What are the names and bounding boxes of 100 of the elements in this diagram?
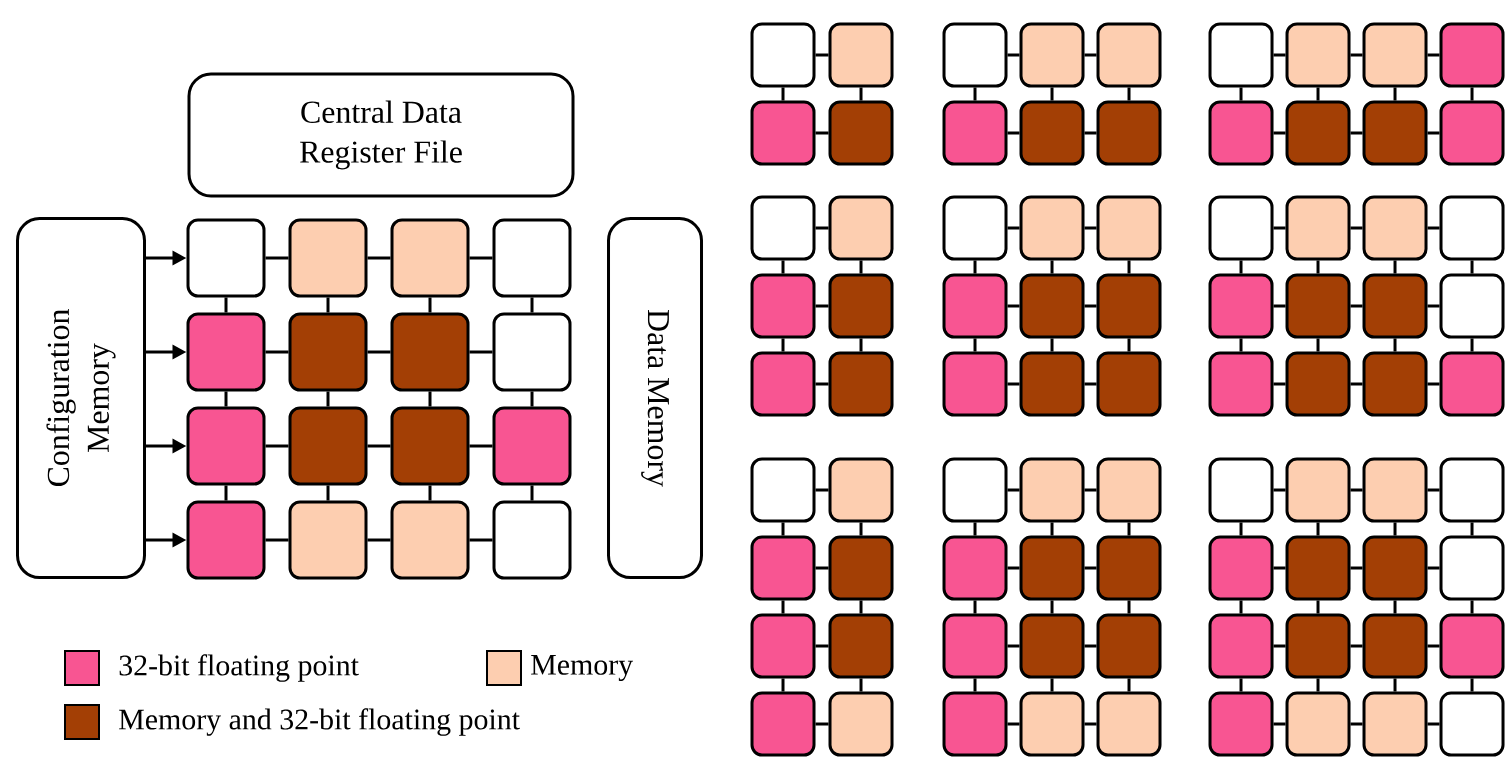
rounded-square [1362, 613, 1428, 679]
connector-line [815, 722, 829, 726]
connector-line [367, 350, 391, 354]
connector-line [1273, 226, 1286, 230]
connector-line [815, 131, 829, 135]
connector-line [1007, 53, 1020, 57]
rounded-square [1096, 351, 1162, 417]
connector-line [1316, 338, 1320, 352]
connector-line [1084, 722, 1097, 726]
connector-line [1239, 338, 1243, 352]
connector-line [1350, 488, 1363, 492]
rounded-square [1362, 457, 1428, 523]
connector-line [1273, 566, 1286, 570]
connector-line [859, 678, 863, 692]
connector-line [1393, 338, 1397, 352]
rounded-square [750, 535, 816, 601]
connector-line [224, 485, 228, 501]
connector-line [1427, 644, 1440, 648]
connector-line [1239, 522, 1243, 536]
connector-line [367, 256, 391, 260]
connector-line [326, 485, 330, 501]
connector-line [815, 226, 829, 230]
connector-line [1007, 566, 1020, 570]
connector-line [973, 600, 977, 614]
rounded-square [828, 613, 894, 679]
connector-line [1427, 722, 1440, 726]
connector-line [859, 522, 863, 536]
connector-line [815, 644, 829, 648]
connector-line [973, 338, 977, 352]
rounded-square [1096, 100, 1162, 166]
connector-line [1050, 600, 1054, 614]
connector-line [1239, 87, 1243, 101]
connector-line [859, 260, 863, 274]
connector-line [1084, 131, 1097, 135]
rounded-box: Configuration Memory [16, 217, 146, 579]
rounded-square [1285, 351, 1351, 417]
connector-line [1084, 488, 1097, 492]
rounded-square [942, 195, 1008, 261]
connector-line [1127, 260, 1131, 274]
connector-line [530, 297, 534, 313]
rounded-square [1362, 691, 1428, 757]
connector-line [1273, 382, 1286, 386]
connector-line [1316, 522, 1320, 536]
connector-line [1350, 644, 1363, 648]
rounded-square [828, 351, 894, 417]
rounded-square [942, 100, 1008, 166]
connector-line [1050, 522, 1054, 536]
connector-line [1393, 87, 1397, 101]
connector-line [781, 678, 785, 692]
connector-line [973, 87, 977, 101]
connector-line [367, 538, 391, 542]
connector-line [1427, 382, 1440, 386]
rounded-square [750, 195, 816, 261]
rounded-square [1285, 691, 1351, 757]
connector-line [815, 382, 829, 386]
rounded-square [1362, 351, 1428, 417]
rounded-square [288, 218, 368, 298]
rounded-square [1439, 195, 1505, 261]
connector-line [1427, 488, 1440, 492]
rounded-square [1019, 457, 1085, 523]
connector-line [1470, 87, 1474, 101]
connector-line [973, 522, 977, 536]
connector-line [815, 53, 829, 57]
connector-line [1393, 678, 1397, 692]
rounded-square [1208, 22, 1274, 88]
rounded-square [390, 406, 470, 486]
rounded-square [186, 312, 266, 392]
connector-line [1050, 678, 1054, 692]
rounded-square [186, 218, 266, 298]
rounded-square [1285, 273, 1351, 339]
connector-line [781, 260, 785, 274]
connector-line [1127, 87, 1131, 101]
rounded-square [1019, 100, 1085, 166]
connector-line [1350, 566, 1363, 570]
rounded-square [1019, 691, 1085, 757]
rounded-square [1285, 613, 1351, 679]
rounded-square [288, 406, 368, 486]
connector-line [859, 600, 863, 614]
connector-line [1273, 644, 1286, 648]
connector-line [530, 485, 534, 501]
rounded-square [942, 351, 1008, 417]
connector-line [1007, 304, 1020, 308]
rounded-square [1285, 457, 1351, 523]
connector-line [1350, 53, 1363, 57]
connector-line [1350, 226, 1363, 230]
rounded-box: Data Memory [607, 217, 703, 579]
connector-line [265, 538, 289, 542]
rounded-square [1096, 273, 1162, 339]
connector-line [1350, 722, 1363, 726]
connector-line [1007, 131, 1020, 135]
rounded-square [1439, 22, 1505, 88]
connector-line [1316, 260, 1320, 274]
connector-line [1007, 226, 1020, 230]
rounded-square [1439, 351, 1505, 417]
connector-line [1084, 644, 1097, 648]
connector-line [1127, 338, 1131, 352]
connector-line [1084, 566, 1097, 570]
rounded-square [1362, 195, 1428, 261]
connector-line [1127, 522, 1131, 536]
connector-line [326, 297, 330, 313]
